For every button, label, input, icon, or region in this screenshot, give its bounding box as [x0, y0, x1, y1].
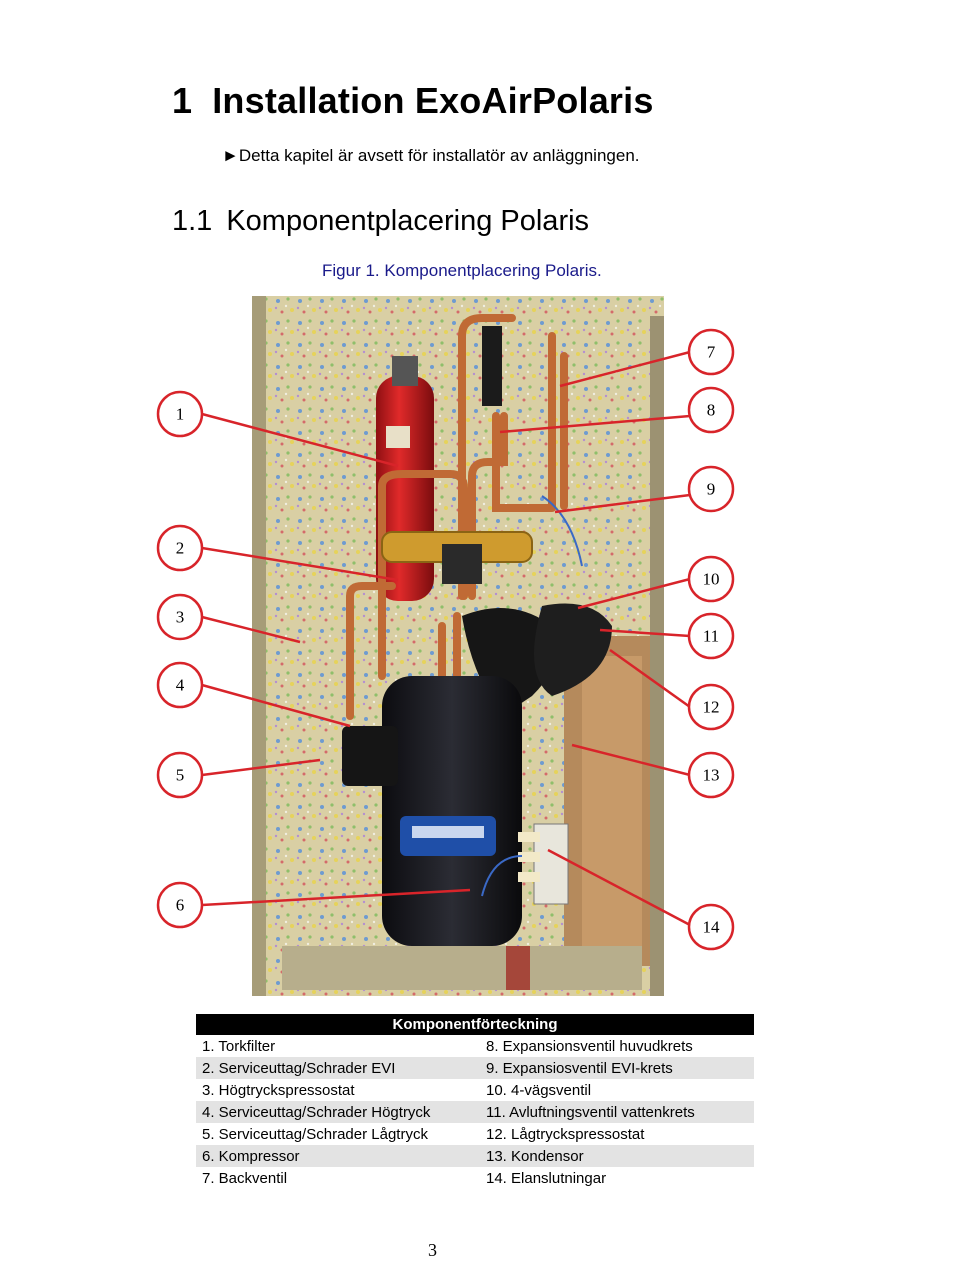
- callout-arrow-8: [499, 414, 691, 434]
- callout-label-14: 14: [703, 918, 721, 937]
- table-cell: 4. Serviceuttag/Schrader Högtryck: [196, 1101, 480, 1123]
- table-cell: 13. Kondensor: [480, 1145, 754, 1167]
- callout-arrow-1: [201, 412, 399, 468]
- table-cell: 6. Kompressor: [196, 1145, 480, 1167]
- callout-circle-13: [687, 751, 735, 799]
- table-cell: 5. Serviceuttag/Schrader Lågtryck: [202, 1125, 428, 1143]
- table-cell: 3. Högtryckspressostat: [202, 1081, 355, 1099]
- component-photo: [252, 296, 664, 996]
- callout-circle-3: [156, 593, 204, 641]
- component-table: Komponentförteckning 1. Torkfilter 8. Exp…: [196, 1014, 754, 1189]
- callout-arrow-6: [201, 888, 471, 907]
- callout-label-4: 4: [176, 676, 185, 695]
- table-row: 1. Torkfilter 8. Expansionsventil huvudkr…: [196, 1035, 754, 1057]
- table-cell: 12. Lågtryckspressostat: [486, 1125, 645, 1143]
- callout-circle-10: [687, 555, 735, 603]
- callout-label-6: 6: [176, 896, 185, 915]
- callout-circle-6: [156, 881, 204, 929]
- table-title: Komponentförteckning: [196, 1014, 754, 1035]
- callout-arrow-9: [554, 493, 691, 514]
- intro-text: ►Detta kapitel är avsett för installatör…: [222, 146, 640, 165]
- table-cell: 1. Torkfilter: [202, 1037, 276, 1055]
- callout-arrow-11: [599, 628, 691, 638]
- chapter-heading: 1 Installation ExoAirPolaris: [172, 80, 654, 122]
- callout-arrow-12: [609, 648, 691, 709]
- callout-circle-14: [687, 903, 735, 951]
- callout-arrow-4: [201, 683, 351, 728]
- callout-circle-11: [687, 612, 735, 660]
- callout-label-12: 12: [703, 698, 720, 717]
- section-number: 1.1: [172, 205, 213, 237]
- section-title: Komponentplacering Polaris: [226, 205, 590, 237]
- callout-circle-5: [156, 751, 204, 799]
- chapter-number: 1: [172, 80, 193, 121]
- callout-arrow-14: [547, 848, 691, 927]
- table-cell: 10. 4-vägsventil: [486, 1081, 592, 1099]
- callout-circle-2: [156, 524, 204, 572]
- page-number: 3: [428, 1240, 437, 1260]
- callout-arrow-3: [201, 615, 301, 644]
- callout-label-13: 13: [703, 766, 720, 785]
- table-cell: 8. Expansionsventil huvudkrets: [486, 1037, 693, 1055]
- callout-label-3: 3: [176, 608, 185, 627]
- callout-arrow-10: [577, 577, 691, 610]
- callout-circle-9: [687, 465, 735, 513]
- callout-circle-4: [156, 661, 204, 709]
- callout-circle-8: [687, 386, 735, 434]
- table-cell: 14. Elanslutningar: [486, 1169, 607, 1187]
- table-row: 3. Högtryckspressostat 10. 4-vägsventil: [196, 1079, 754, 1101]
- callout-arrow-13: [571, 743, 691, 777]
- table-cell: 11. Avluftningsventil vattenkrets: [480, 1101, 754, 1123]
- section-heading: 1.1 Komponentplacering Polaris: [172, 205, 589, 238]
- table-cell: 2. Serviceuttag/Schrader EVI: [196, 1057, 480, 1079]
- callout-label-11: 11: [703, 627, 719, 646]
- callout-label-1: 1: [176, 405, 185, 424]
- callout-arrow-2: [201, 546, 399, 582]
- callout-circle-1: [156, 390, 204, 438]
- callout-label-7: 7: [707, 343, 716, 362]
- table-row: 7. Backventil 14. Elanslutningar: [196, 1167, 754, 1189]
- callout-arrow-5: [201, 758, 321, 777]
- callout-label-5: 5: [176, 766, 185, 785]
- callout-circle-12: [687, 683, 735, 731]
- table-cell: 7. Backventil: [202, 1169, 288, 1187]
- callout-label-9: 9: [707, 480, 716, 499]
- callout-circle-7: [687, 328, 735, 376]
- chapter-title: Installation ExoAirPolaris: [212, 80, 654, 121]
- table-cell: 9. Expansiosventil EVI-krets: [480, 1057, 754, 1079]
- callout-label-8: 8: [707, 401, 716, 420]
- callout-label-10: 10: [703, 570, 720, 589]
- callout-arrow-7: [559, 350, 691, 388]
- callout-label-2: 2: [176, 539, 185, 558]
- figure-caption: Figur 1. Komponentplacering Polaris.: [322, 261, 602, 280]
- table-row: 5. Serviceuttag/Schrader Lågtryck 12. Låg…: [196, 1123, 754, 1145]
